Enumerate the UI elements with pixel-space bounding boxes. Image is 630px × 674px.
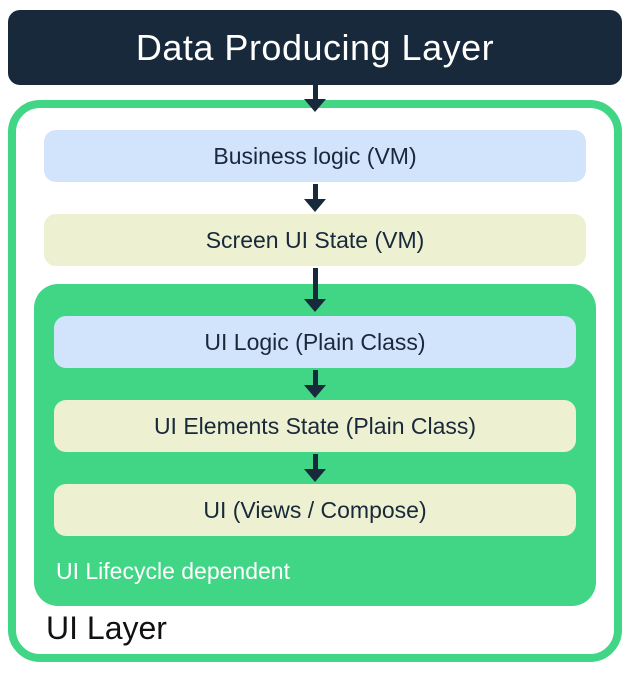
arrow-down-icon <box>304 454 326 482</box>
node-ui-elements-state-label: UI Elements State (Plain Class) <box>153 412 477 439</box>
node-ui-logic: UI Logic (Plain Class) <box>54 316 576 368</box>
ui-layer-label: UI Layer <box>46 610 167 646</box>
data-producing-layer-box: Data Producing Layer <box>8 10 622 85</box>
node-business-logic: Business logic (VM) <box>44 130 586 182</box>
node-ui-elements-state: UI Elements State (Plain Class) <box>54 400 576 452</box>
node-screen-ui-state-label: Screen UI State (VM) <box>205 226 425 253</box>
node-business-logic-label: Business logic (VM) <box>213 142 417 169</box>
arrow-down-icon <box>304 85 326 112</box>
node-ui-logic-label: UI Logic (Plain Class) <box>204 328 426 355</box>
ui-lifecycle-dependent-label: UI Lifecycle dependent <box>56 558 290 584</box>
data-producing-layer-label: Data Producing Layer <box>135 26 495 68</box>
node-ui-views-label: UI (Views / Compose) <box>203 496 427 523</box>
node-screen-ui-state: Screen UI State (VM) <box>44 214 586 266</box>
arrow-down-icon <box>304 268 326 312</box>
arrow-down-icon <box>304 184 326 212</box>
arrow-down-icon <box>304 370 326 398</box>
node-ui-views: UI (Views / Compose) <box>54 484 576 536</box>
